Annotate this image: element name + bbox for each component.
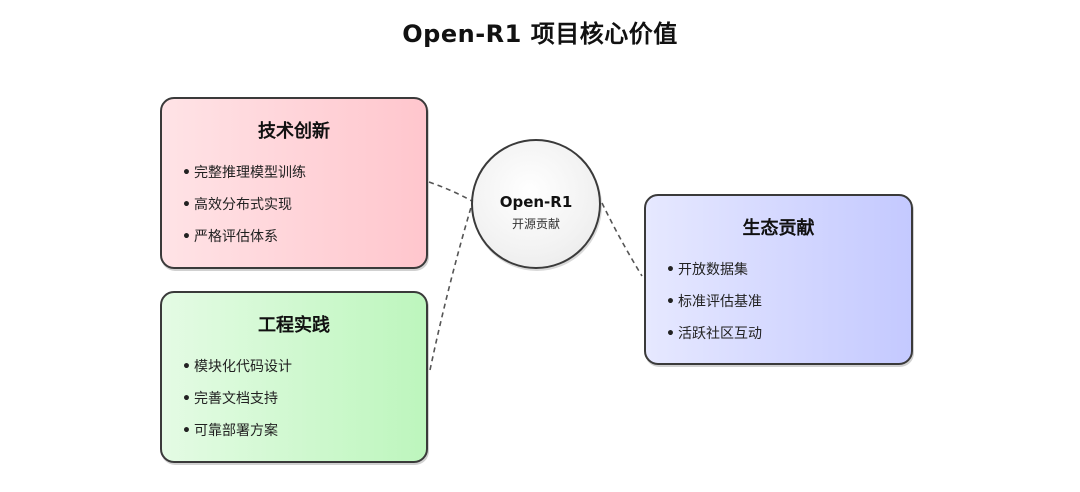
list-item: •可靠部署方案 bbox=[182, 415, 426, 447]
connector-tech-hub bbox=[428, 181, 473, 202]
diagram-title: Open-R1 项目核心价值 bbox=[402, 20, 678, 48]
list-item: •模块化代码设计 bbox=[182, 351, 426, 383]
list-item: •严格评估体系 bbox=[182, 221, 426, 253]
card-list: •开放数据集 •标准评估基准 •活跃社区互动 bbox=[646, 254, 911, 350]
list-item: •完整推理模型训练 bbox=[182, 157, 426, 189]
bullet-icon: • bbox=[182, 391, 191, 407]
card-title: 工程实践 bbox=[258, 315, 330, 336]
card-list: •模块化代码设计 •完善文档支持 •可靠部署方案 bbox=[162, 351, 426, 447]
bullet-icon: • bbox=[666, 326, 675, 342]
card-ecosystem-contribution: 生态贡献 •开放数据集 •标准评估基准 •活跃社区互动 bbox=[644, 194, 913, 365]
connector-hub-eco bbox=[601, 202, 643, 277]
bullet-icon: • bbox=[666, 294, 675, 310]
card-engineering-practice: 工程实践 •模块化代码设计 •完善文档支持 •可靠部署方案 bbox=[160, 291, 428, 463]
card-tech-innovation: 技术创新 •完整推理模型训练 •高效分布式实现 •严格评估体系 bbox=[160, 97, 428, 269]
hub-subtitle: 开源贡献 bbox=[511, 217, 560, 231]
bullet-icon: • bbox=[666, 262, 675, 278]
list-item: •活跃社区互动 bbox=[666, 318, 911, 350]
hub-title: Open-R1 bbox=[499, 193, 573, 211]
card-list: •完整推理模型训练 •高效分布式实现 •严格评估体系 bbox=[162, 157, 426, 253]
bullet-icon: • bbox=[182, 423, 191, 439]
list-item: •标准评估基准 bbox=[666, 286, 911, 318]
bullet-icon: • bbox=[182, 229, 191, 245]
card-title: 生态贡献 bbox=[742, 218, 815, 239]
list-item: •完善文档支持 bbox=[182, 383, 426, 415]
hub-circle-open-r1: Open-R1 开源贡献 bbox=[471, 139, 601, 269]
connector-eng-hub bbox=[429, 203, 473, 371]
bullet-icon: • bbox=[182, 197, 191, 213]
list-item: •开放数据集 bbox=[666, 254, 911, 286]
bullet-icon: • bbox=[182, 359, 191, 375]
bullet-icon: • bbox=[182, 165, 191, 181]
card-title: 技术创新 bbox=[258, 121, 330, 142]
list-item: •高效分布式实现 bbox=[182, 189, 426, 221]
